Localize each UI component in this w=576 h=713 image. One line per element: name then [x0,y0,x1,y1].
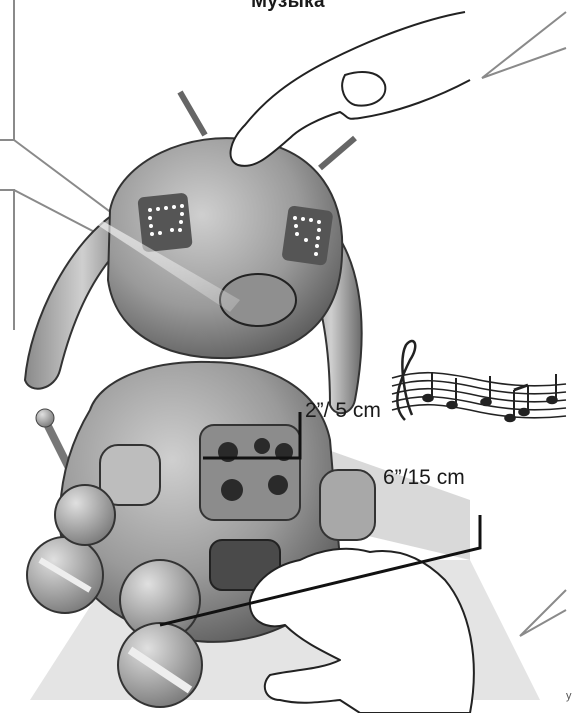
measure-label-small: 2”/ 5 cm [305,399,381,423]
edge-text-fragment: у [566,690,572,702]
section-title: Музыка [0,0,576,13]
music-notes-icon [392,341,566,422]
callout-wedges [482,12,566,636]
measure-label-large: 6”/15 cm [383,466,465,490]
